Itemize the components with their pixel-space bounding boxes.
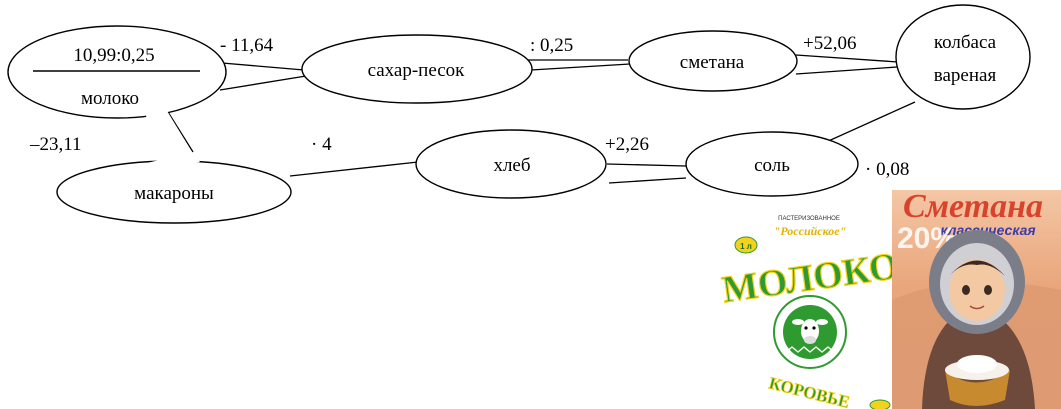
makarony-label: макароны bbox=[134, 183, 214, 204]
hleb-label: хлеб bbox=[493, 155, 530, 176]
line-moloko-sahar-lower bbox=[219, 75, 307, 91]
ellipse-kolbasa bbox=[895, 4, 1031, 110]
milk-volume-badge bbox=[734, 236, 758, 254]
op-div-0-25: : 0,25 bbox=[530, 35, 573, 56]
line-smetana-kolbasa bbox=[795, 54, 899, 63]
line-moloko-sahar bbox=[221, 62, 305, 71]
ellipse-hleb bbox=[415, 129, 607, 199]
op-mul-4: · 4 bbox=[311, 134, 332, 155]
operation-labels: - 11,64 : 0,25 +52,06 –23,11 · 4 +2,26 ·… bbox=[29, 33, 909, 180]
node-moloko: 10,99:0,25 молоко bbox=[7, 25, 227, 119]
sourcream-title-text: Сметана bbox=[903, 188, 1043, 225]
callout-cover bbox=[147, 152, 200, 170]
girl-figure-icon bbox=[922, 230, 1035, 409]
ellipse-sahar bbox=[301, 34, 533, 104]
cow-icon bbox=[792, 319, 828, 344]
op-plus-2-26: +2,26 bbox=[605, 134, 649, 155]
node-sol: соль bbox=[685, 131, 859, 197]
kolbasa-label-line2: вареная bbox=[934, 65, 997, 86]
moloko-label: молоко bbox=[81, 88, 139, 109]
ellipse-smetana bbox=[628, 30, 798, 92]
op-plus-52-06: +52,06 bbox=[803, 33, 856, 54]
node-sahar: сахар-песок bbox=[301, 34, 533, 104]
milk-brand-text: "Российское" bbox=[774, 224, 847, 238]
line-smetana-kolbasa-lower bbox=[795, 66, 898, 75]
milk-emblem-pattern bbox=[785, 346, 835, 353]
kolbasa-label-line1: колбаса bbox=[934, 32, 997, 53]
op-minus-11-64: - 11,64 bbox=[220, 35, 274, 56]
milk-corner-badge bbox=[869, 399, 891, 409]
line-sol-hleb-lower bbox=[608, 177, 687, 184]
node-hleb: хлеб bbox=[415, 129, 607, 199]
op-minus-23-11: –23,11 bbox=[29, 134, 82, 155]
op-mul-0-08: · 0,08 bbox=[865, 159, 909, 180]
node-makarony: макароны bbox=[56, 96, 292, 224]
node-smetana: сметана bbox=[628, 30, 798, 92]
sourcream-package-image: Сметана классическая 20% bbox=[892, 188, 1061, 409]
line-sol-hleb bbox=[606, 163, 687, 167]
line-hleb-makarony bbox=[289, 161, 419, 177]
milk-volume-text: 1 л bbox=[740, 242, 752, 251]
sol-label: соль bbox=[754, 155, 790, 176]
ellipse-moloko bbox=[7, 25, 227, 119]
ellipse-sol bbox=[685, 131, 859, 197]
sahar-label: сахар-песок bbox=[368, 60, 466, 81]
node-kolbasa: колбаса вареная bbox=[895, 4, 1031, 110]
milk-top-text: ПАСТЕРИЗОВАННОЕ bbox=[778, 216, 840, 222]
line-sahar-smetana-lower bbox=[530, 63, 631, 71]
milk-package-image: ПАСТЕРИЗОВАННОЕ "Российское" 1 л МОЛОКО … bbox=[719, 212, 902, 409]
moloko-fraction-text: 10,99:0,25 bbox=[73, 45, 154, 66]
smetana-label: сметана bbox=[680, 52, 745, 73]
